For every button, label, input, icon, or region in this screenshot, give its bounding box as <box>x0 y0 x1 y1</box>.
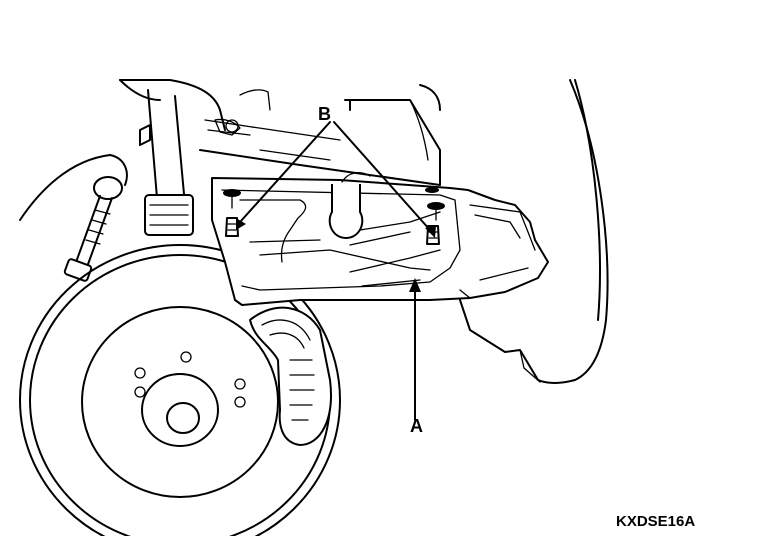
brake-disc <box>19 244 341 541</box>
tie-rod <box>19 154 128 282</box>
engine-outline <box>119 79 441 186</box>
brake-caliper <box>249 306 332 446</box>
undercover-shield <box>211 171 549 306</box>
callout-a-label: A <box>410 416 423 436</box>
figure-code: KXDSE16A <box>616 513 695 530</box>
inner-fender <box>459 79 609 384</box>
strut-assembly <box>139 89 241 236</box>
bolt-b-left <box>223 189 241 237</box>
callout-b-label: B <box>318 104 331 124</box>
leader-lines <box>236 121 436 421</box>
